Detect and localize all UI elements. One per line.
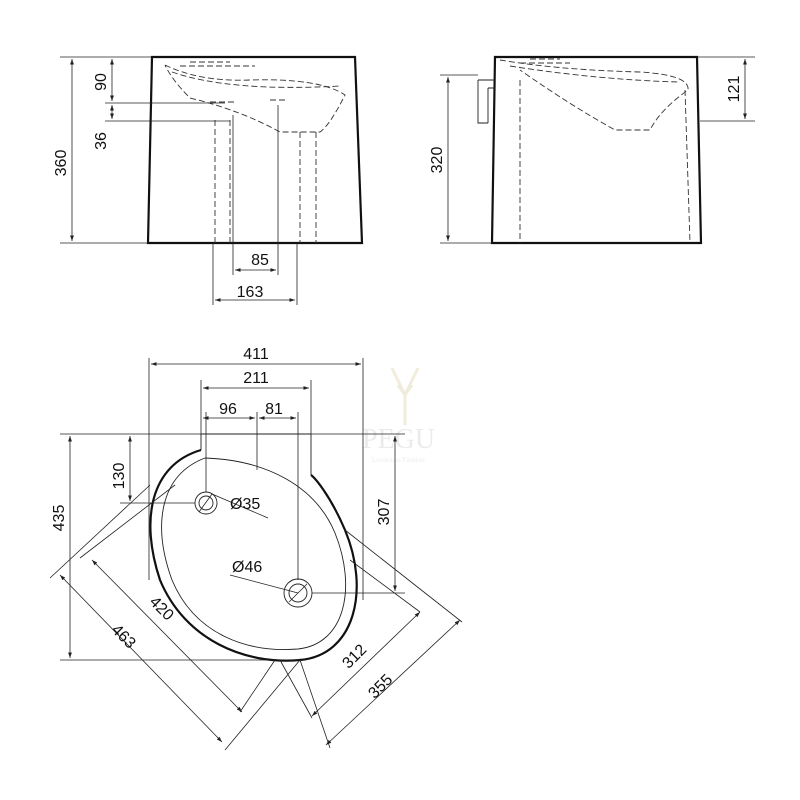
side-view: 320 121 xyxy=(429,55,755,245)
dim-320: 320 xyxy=(429,147,446,174)
dim-463: 463 xyxy=(108,621,139,652)
basin-outer-rim xyxy=(149,448,358,662)
dim-211: 211 xyxy=(243,370,269,387)
watermark-brand: PEGU xyxy=(362,424,435,455)
front-basin-hidden xyxy=(164,64,346,133)
dim-435: 435 xyxy=(51,505,68,532)
dim-312: 312 xyxy=(339,641,370,672)
dim-411: 411 xyxy=(243,346,269,363)
dim-130: 130 xyxy=(111,463,128,490)
dim-96: 96 xyxy=(219,401,237,418)
dim-85: 85 xyxy=(251,252,269,269)
dim-81: 81 xyxy=(265,401,283,418)
dim-36: 36 xyxy=(93,132,110,150)
side-basin-hidden xyxy=(499,59,689,131)
basin-inner-edge xyxy=(161,457,347,650)
label-tap-hole: Ø35 xyxy=(230,496,260,513)
dim-355: 355 xyxy=(365,671,396,702)
dim-90: 90 xyxy=(93,73,110,91)
watermark-tagline: Luxurious Fashion xyxy=(372,456,425,464)
dim-163: 163 xyxy=(237,284,264,301)
dim-360: 360 xyxy=(53,150,70,177)
label-drain-hole: Ø46 xyxy=(232,559,262,576)
top-view: Ø35 Ø46 411 211 96 81 435 130 xyxy=(49,346,463,751)
dim-307: 307 xyxy=(376,499,393,526)
watermark-logo: PEGU Luxurious Fashion xyxy=(362,367,435,464)
side-outline xyxy=(490,55,703,245)
front-view: 360 90 36 85 163 xyxy=(53,55,364,305)
back-mount xyxy=(200,433,312,475)
front-outline xyxy=(146,55,364,245)
dim-121: 121 xyxy=(726,76,743,103)
tap-hole xyxy=(194,491,218,515)
